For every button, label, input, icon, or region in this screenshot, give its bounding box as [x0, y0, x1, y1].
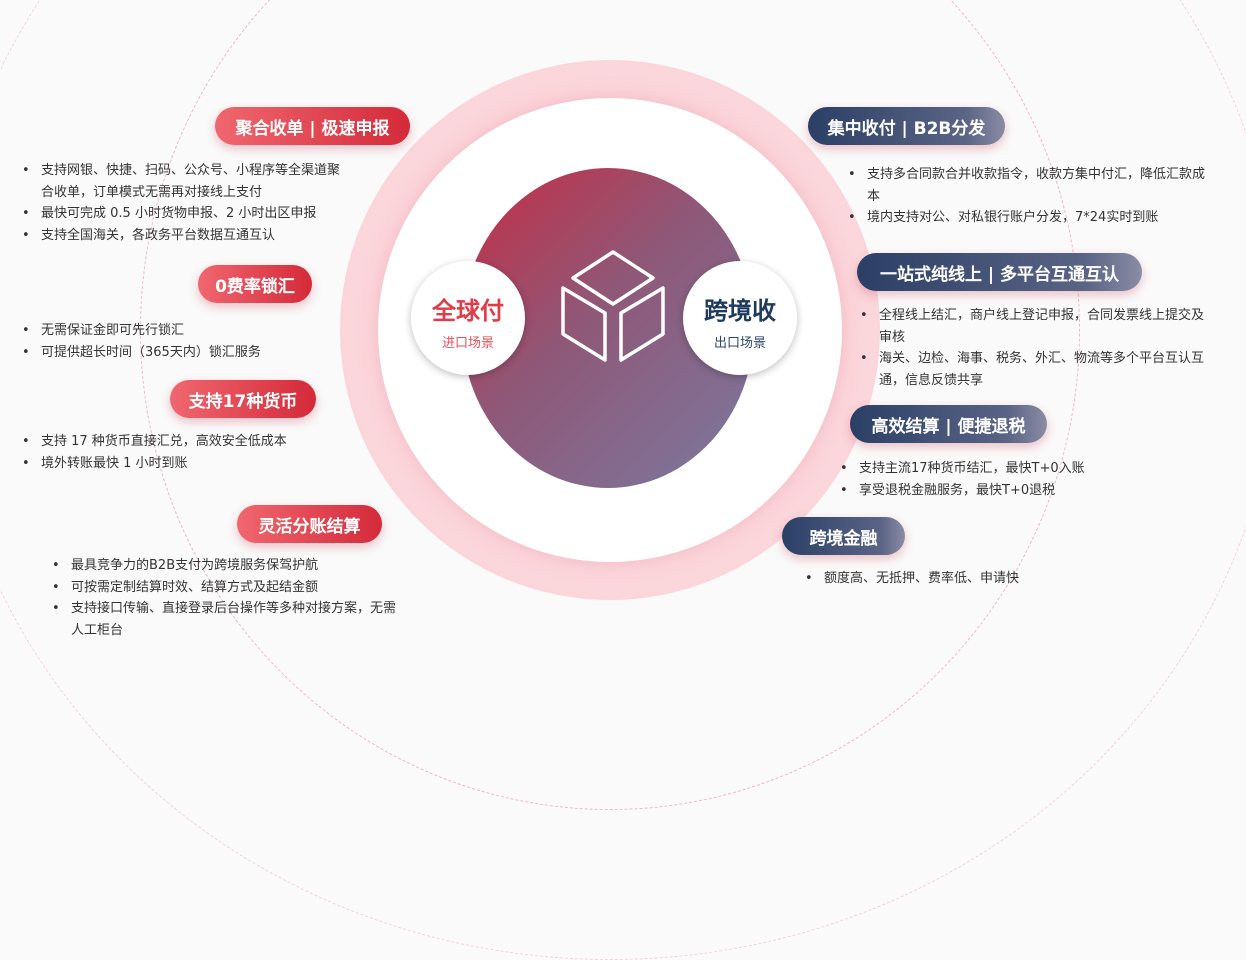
bullets-zero-fee-lock: 无需保证金即可先行锁汇 可提供超长时间（365天内）锁汇服务 — [22, 320, 352, 363]
list-item: 海关、边检、海事、税务、外汇、物流等多个平台互认互通，信息反馈共享 — [860, 348, 1215, 391]
list-item: 支持 17 种货币直接汇兑，高效安全低成本 — [22, 431, 352, 453]
pill-aggregate-collection: 聚合收单 | 极速申报 — [215, 107, 410, 145]
bullets-one-stop-online: 全程线上结汇，商户线上登记申报，合同发票线上提交及审核 海关、边检、海事、税务、… — [860, 305, 1215, 391]
bullets-cross-border-finance: 额度高、无抵押、费率低、申请快 — [805, 568, 1145, 590]
list-item: 全程线上结汇，商户线上登记申报，合同发票线上提交及审核 — [860, 305, 1215, 348]
pill-17-currencies: 支持17种货币 — [170, 380, 316, 418]
cross-border-receive-title: 跨境收 — [704, 297, 776, 325]
list-item: 支持全国海关，各政务平台数据互通互认 — [22, 225, 352, 247]
pill-efficient-settlement: 高效结算 | 便捷退税 — [850, 405, 1047, 443]
list-item: 最快可完成 0.5 小时货物申报、2 小时出区申报 — [22, 203, 352, 225]
list-item: 可提供超长时间（365天内）锁汇服务 — [22, 342, 352, 364]
bullets-centralized-payment: 支持多合同款合并收款指令，收款方集中付汇，降低汇款成本 境内支持对公、对私银行账… — [848, 164, 1213, 229]
cube-icon — [561, 250, 665, 362]
list-item: 额度高、无抵押、费率低、申请快 — [805, 568, 1145, 590]
global-pay-subtitle: 进口场景 — [441, 336, 494, 351]
global-pay-circle[interactable]: 全球付 进口场景 — [411, 261, 525, 375]
cross-border-receive-subtitle: 出口场景 — [713, 336, 766, 351]
list-item: 支持网银、快捷、扫码、公众号、小程序等全渠道聚合收单，订单模式无需再对接线上支付 — [22, 160, 352, 203]
bullets-aggregate-collection: 支持网银、快捷、扫码、公众号、小程序等全渠道聚合收单，订单模式无需再对接线上支付… — [22, 160, 352, 246]
list-item: 享受退税金融服务，最快T+0退税 — [840, 480, 1180, 502]
list-item: 境内支持对公、对私银行账户分发，7*24实时到账 — [848, 207, 1213, 229]
pill-cross-border-finance: 跨境金融 — [782, 517, 905, 555]
list-item: 支持接口传输、直接登录后台操作等多种对接方案，无需人工柜台 — [52, 598, 397, 641]
global-pay-title: 全球付 — [432, 297, 504, 325]
pill-one-stop-online: 一站式纯线上 | 多平台互通互认 — [857, 253, 1142, 291]
list-item: 境外转账最快 1 小时到账 — [22, 453, 352, 475]
pill-zero-fee-lock: 0费率锁汇 — [198, 265, 312, 303]
bullets-efficient-settlement: 支持主流17种货币结汇，最快T+0入账 享受退税金融服务，最快T+0退税 — [840, 458, 1180, 501]
cross-border-receive-circle[interactable]: 跨境收 出口场景 — [683, 261, 797, 375]
bullets-17-currencies: 支持 17 种货币直接汇兑，高效安全低成本 境外转账最快 1 小时到账 — [22, 431, 352, 474]
list-item: 最具竞争力的B2B支付为跨境服务保驾护航 — [52, 555, 397, 577]
list-item: 支持多合同款合并收款指令，收款方集中付汇，降低汇款成本 — [848, 164, 1213, 207]
bullets-flexible-settlement: 最具竞争力的B2B支付为跨境服务保驾护航 可按需定制结算时效、结算方式及起结金额… — [52, 555, 397, 641]
list-item: 支持主流17种货币结汇，最快T+0入账 — [840, 458, 1180, 480]
list-item: 可按需定制结算时效、结算方式及起结金额 — [52, 577, 397, 599]
list-item: 无需保证金即可先行锁汇 — [22, 320, 352, 342]
pill-centralized-payment: 集中收付 | B2B分发 — [808, 107, 1005, 145]
pill-flexible-settlement: 灵活分账结算 — [237, 505, 382, 543]
